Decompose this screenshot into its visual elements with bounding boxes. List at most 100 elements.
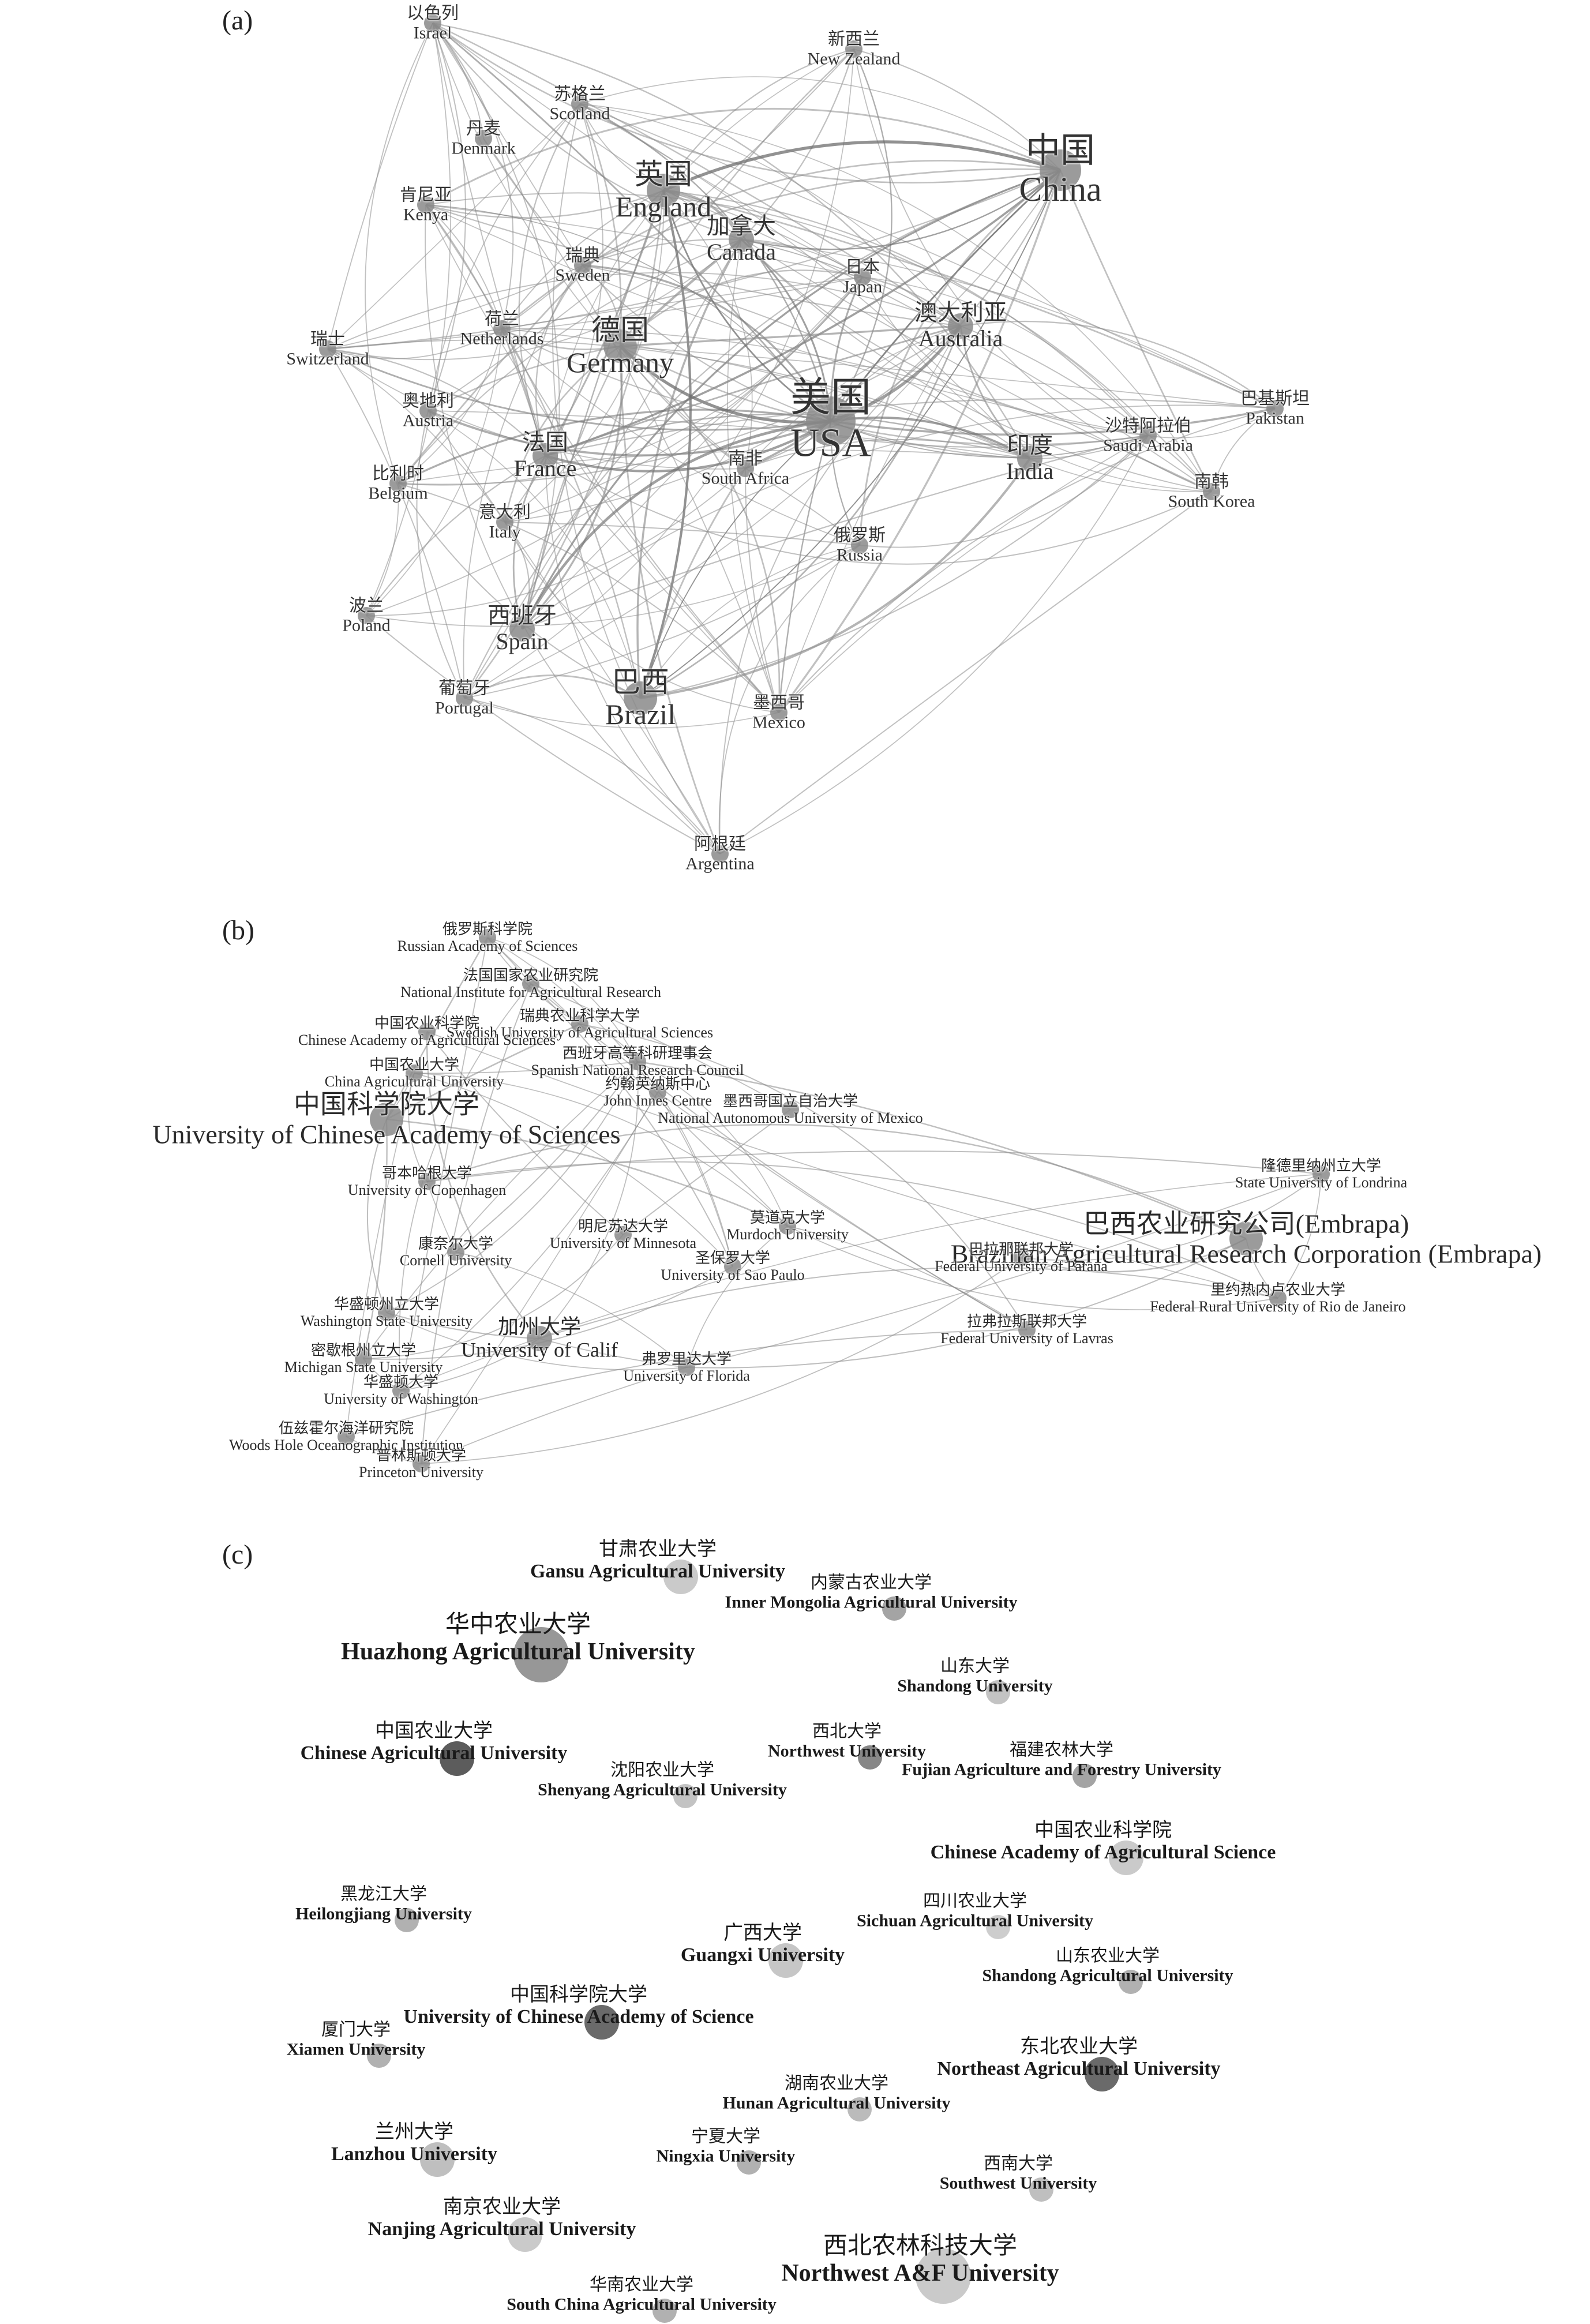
edge bbox=[386, 1061, 638, 1313]
node-circle bbox=[418, 1023, 436, 1040]
edge bbox=[425, 192, 1212, 492]
node-label-zh: 法国 bbox=[522, 429, 568, 456]
node-label-zh: 伍兹霍尔海洋研究院 bbox=[278, 1419, 414, 1437]
node-label-en: Chinese Agricultural University bbox=[300, 1742, 568, 1764]
edge bbox=[640, 458, 1031, 700]
node-label-en: England bbox=[615, 190, 712, 223]
node-label-zh: 拉弗拉斯联邦大学 bbox=[966, 1313, 1087, 1330]
node-label-en: Federal University of Lavras bbox=[940, 1330, 1113, 1347]
edge bbox=[960, 320, 1276, 409]
node-circle bbox=[370, 1103, 403, 1136]
edge bbox=[397, 483, 641, 699]
edge bbox=[778, 325, 961, 713]
node-label-zh: 湖南农业大学 bbox=[785, 2074, 888, 2093]
node-label-zh: 美国 bbox=[790, 376, 871, 421]
node-circle bbox=[319, 340, 336, 358]
edge bbox=[421, 1257, 1022, 1464]
institution-bubble bbox=[1109, 1841, 1143, 1875]
node-label-zh: 厦门大学 bbox=[321, 2020, 391, 2040]
node-circle bbox=[1040, 149, 1081, 191]
edge bbox=[414, 1061, 638, 1074]
node-label-zh: 东北农业大学 bbox=[1019, 2036, 1138, 2057]
edge bbox=[366, 328, 502, 616]
institution-bubble bbox=[916, 2248, 971, 2304]
node-label-en: University of Calif bbox=[461, 1339, 618, 1362]
node-circle bbox=[678, 1359, 695, 1376]
node-circle bbox=[1203, 483, 1220, 500]
edge bbox=[327, 348, 465, 699]
node-circle bbox=[479, 929, 496, 946]
edge bbox=[386, 1312, 687, 1370]
edge bbox=[521, 190, 665, 629]
edge bbox=[545, 455, 779, 713]
edge bbox=[464, 674, 641, 699]
node-label-en: Swedish University of Agricultural Scien… bbox=[446, 1024, 714, 1041]
edge bbox=[432, 23, 746, 469]
edge bbox=[427, 410, 831, 457]
node-circle bbox=[1139, 427, 1157, 444]
node-label-zh: 瑞典农业科学大学 bbox=[519, 1007, 640, 1024]
node-circle bbox=[418, 1173, 436, 1190]
node-label-zh: 华盛顿州立大学 bbox=[333, 1295, 440, 1313]
edge bbox=[745, 438, 1030, 469]
edge bbox=[366, 1119, 387, 1313]
node-label-zh: 荷兰 bbox=[484, 309, 519, 329]
edge bbox=[366, 615, 721, 854]
node-circle bbox=[571, 95, 588, 113]
node-label-en: Saudi Arabia bbox=[1103, 436, 1193, 455]
edge bbox=[504, 522, 779, 713]
edge bbox=[346, 1329, 1028, 1437]
edge bbox=[787, 1225, 1278, 1311]
node-label-zh: 比利时 bbox=[372, 464, 424, 483]
edge bbox=[719, 491, 1212, 854]
node-label-en: Sichuan Agricultural University bbox=[856, 1911, 1094, 1930]
node-label-en: Xiamen University bbox=[286, 2040, 426, 2059]
edge bbox=[582, 264, 832, 422]
institution-bubble bbox=[737, 2150, 761, 2175]
edges bbox=[327, 22, 1276, 854]
edge bbox=[363, 1234, 624, 1359]
node-label-en: Argentina bbox=[685, 854, 755, 873]
node-label-en: Hunan Agricultural University bbox=[722, 2093, 951, 2112]
node-circle bbox=[782, 1101, 799, 1118]
node-circle bbox=[647, 174, 680, 207]
edge bbox=[787, 1225, 1028, 1330]
node-label-zh: 日本 bbox=[845, 257, 880, 277]
node-label-zh: 巴西 bbox=[611, 666, 669, 698]
edge bbox=[427, 48, 854, 411]
edge bbox=[745, 468, 860, 546]
edge bbox=[426, 1161, 1278, 1299]
edge bbox=[426, 1031, 624, 1235]
edge bbox=[619, 346, 721, 854]
edge bbox=[579, 76, 1061, 171]
edge bbox=[416, 410, 465, 699]
edge bbox=[463, 265, 583, 699]
node-label-zh: 西班牙 bbox=[487, 602, 557, 629]
edge bbox=[501, 328, 779, 713]
node-label-zh: 新西兰 bbox=[827, 29, 880, 49]
nodes bbox=[337, 929, 1330, 1472]
edge bbox=[425, 204, 779, 713]
node-label-en: Cornell University bbox=[399, 1252, 512, 1269]
node-circle bbox=[389, 475, 407, 492]
edge bbox=[425, 204, 961, 327]
node-circle bbox=[624, 681, 657, 715]
node-label-en: Southwest University bbox=[939, 2173, 1097, 2192]
